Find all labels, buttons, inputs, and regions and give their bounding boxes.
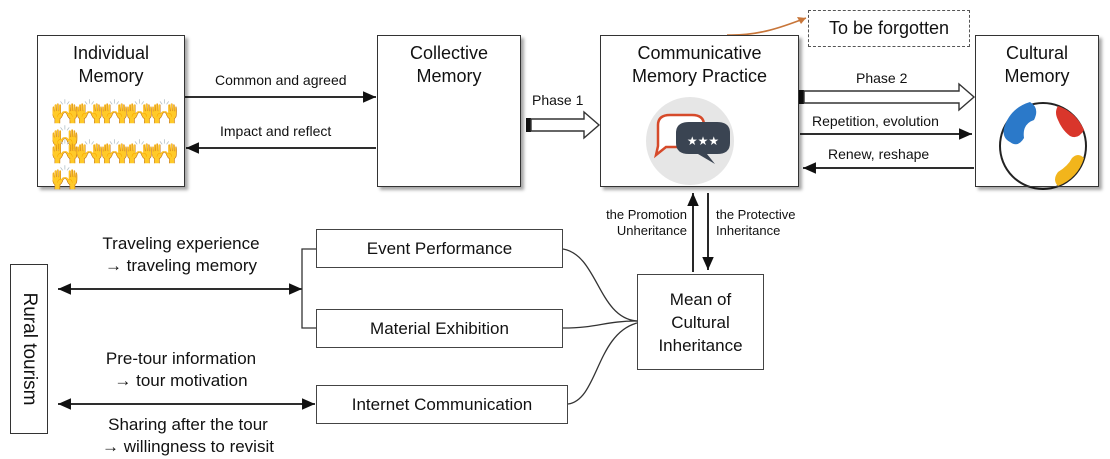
event-performance-box: Event Performance: [316, 229, 563, 268]
label-phase1: Phase 1: [532, 92, 584, 108]
label-renew: Renew, reshape: [828, 146, 930, 162]
arrow-phase1: [526, 110, 601, 140]
collective-memory-title-line2: Memory: [416, 66, 482, 86]
to-be-forgotten-box: To be forgotten: [808, 10, 970, 47]
pretour-line1: Pre-tour information: [105, 349, 257, 368]
label-promotion-line2: Unheritance: [616, 223, 687, 238]
rural-tourism-label: Rural tourism: [19, 292, 40, 406]
bracket-event-material: [301, 248, 316, 329]
label-common-agreed: Common and agreed: [215, 72, 347, 88]
label-protective: the Protective Inheritance: [716, 207, 796, 239]
mean-line1: Mean of: [669, 289, 732, 309]
connector-internet: [567, 322, 638, 405]
communicative-memory-title-line2: Memory Practice: [631, 66, 768, 86]
label-protective-line2: Inheritance: [716, 223, 781, 238]
collective-memory-title-line1: Collective: [409, 43, 489, 63]
internet-communication-box: Internet Communication: [316, 385, 568, 424]
rural-tourism-box: Rural tourism: [10, 264, 48, 434]
traveling-line1: Traveling experience: [102, 234, 260, 253]
people-group-icon: 🙌🙌🙌🙌🙌🙌: [50, 99, 179, 152]
label-promotion: the Promotion Unheritance: [574, 207, 687, 239]
label-repetition: Repetition, evolution: [812, 113, 939, 129]
sharing-line2: → willingness to revisit: [102, 437, 274, 456]
arrow-phase2: [799, 82, 976, 112]
label-phase2: Phase 2: [856, 70, 908, 86]
connector-event: [562, 248, 638, 322]
cultural-memory-title-line1: Cultural: [1005, 43, 1069, 63]
cultural-memory-title-line2: Memory: [1004, 66, 1070, 86]
chat-bubbles-icon: ★★★: [646, 97, 734, 185]
collective-memory-box: Collective Memory: [377, 35, 521, 187]
mean-line3: Inheritance: [658, 335, 743, 355]
individual-memory-title-line1: Individual: [72, 43, 150, 63]
mean-cultural-inheritance-box: Mean of Cultural Inheritance: [637, 274, 764, 370]
pre-tour-label: Pre-tour information → tour motivation: [76, 348, 286, 392]
material-exhibition-box: Material Exhibition: [316, 309, 563, 348]
label-promotion-line1: the Promotion: [606, 207, 687, 222]
communicative-memory-title-line1: Communicative: [637, 43, 762, 63]
connector-material: [562, 320, 638, 329]
cultural-globe-icon: [999, 102, 1087, 190]
mean-line2: Cultural: [671, 312, 730, 332]
sharing-after-tour-label: Sharing after the tour → willingness to …: [76, 414, 300, 458]
sharing-line1: Sharing after the tour: [108, 415, 268, 434]
cultural-memory-box: Cultural Memory: [975, 35, 1099, 187]
pretour-line2: → tour motivation: [114, 371, 248, 390]
people-group-icon: 🙌🙌🙌🙌🙌🙌: [50, 139, 179, 192]
label-impact-reflect: Impact and reflect: [220, 123, 332, 139]
traveling-line2: → traveling memory: [104, 256, 258, 275]
individual-memory-box: Individual Memory 🙌🙌🙌🙌🙌🙌 🙌🙌🙌🙌🙌🙌: [37, 35, 185, 192]
traveling-experience-label: Traveling experience → traveling memory: [76, 233, 286, 277]
label-protective-line1: the Protective: [716, 207, 796, 222]
individual-memory-title-line2: Memory: [78, 66, 144, 86]
svg-text:★★★: ★★★: [687, 134, 719, 148]
communicative-memory-box: Communicative Memory Practice: [600, 35, 799, 187]
arrow-to-be-forgotten: [726, 17, 807, 36]
